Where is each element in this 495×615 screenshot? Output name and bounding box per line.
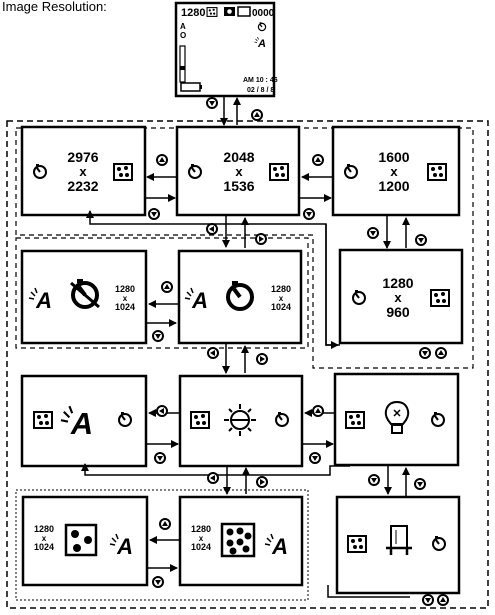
camera-icon xyxy=(224,7,235,16)
down-button-icon xyxy=(414,478,426,490)
res-top: 1280 xyxy=(271,284,291,294)
up-button-icon xyxy=(159,518,171,530)
resolution-group-frame xyxy=(15,127,474,369)
down-button-icon xyxy=(154,452,166,464)
memory-card-icon xyxy=(237,6,251,17)
res-x: x xyxy=(394,290,402,305)
res-bottom: 2232 xyxy=(67,178,98,194)
diagram-title: Image Resolution: xyxy=(2,0,107,14)
res-x: x xyxy=(79,164,87,179)
zoom-bar xyxy=(179,45,186,83)
red-eye-indicator: O xyxy=(180,31,186,40)
res-top: 1600 xyxy=(378,149,409,165)
daylight-icon xyxy=(224,404,256,436)
down-button-icon xyxy=(419,347,431,359)
res-x: x xyxy=(42,534,47,543)
screen-res-2976: 2976 x 2232 xyxy=(20,125,147,217)
down-button-icon xyxy=(206,97,218,109)
timer-off-icon xyxy=(70,279,100,309)
down-button-icon xyxy=(415,234,427,246)
res-top: 2976 xyxy=(67,149,98,165)
quality-dots-icon xyxy=(430,289,450,307)
quality-normal-icon xyxy=(64,523,98,557)
screen-fluorescent xyxy=(335,495,461,595)
res-bottom: 1536 xyxy=(223,178,254,194)
quality-group-frame xyxy=(15,489,309,601)
quality-dots-icon xyxy=(347,535,367,553)
down-button-icon xyxy=(422,594,434,606)
down-button-icon xyxy=(152,330,164,342)
quality-dots-icon xyxy=(345,411,365,429)
preview-counter: 0000 xyxy=(252,8,275,19)
down-button-icon xyxy=(367,227,379,239)
outer-loop-frame xyxy=(6,120,489,609)
screen-tungsten xyxy=(333,372,460,467)
down-button-icon xyxy=(303,208,315,220)
preview-time: AM 10 : 46 xyxy=(243,77,278,84)
preview-screen: 1280 0000 A O AM 10 : 46 02 / 8 / 8 xyxy=(174,1,278,98)
res-x: x xyxy=(390,164,398,179)
down-button-icon xyxy=(368,474,380,486)
screen-timer-on: 1280 x 1024 xyxy=(177,249,303,345)
res-bottom: 1024 xyxy=(191,542,211,552)
quality-dots-icon xyxy=(113,163,133,181)
preview-resolution: 1280 xyxy=(181,7,205,19)
screen-res-1600: 1600 x 1200 xyxy=(331,125,461,217)
res-bottom: 1024 xyxy=(271,302,291,312)
screen-timer-off: 1280 x 1024 xyxy=(20,249,148,345)
screen-quality-low: 1280 x 1024 xyxy=(21,495,149,587)
left-button-icon xyxy=(207,347,219,359)
quality-dots-icon xyxy=(206,7,218,17)
left-button-icon xyxy=(207,472,219,484)
right-button-icon xyxy=(256,353,268,365)
up-button-icon xyxy=(251,109,263,121)
down-button-icon xyxy=(309,452,321,464)
down-button-icon xyxy=(148,208,160,220)
res-x: x xyxy=(123,294,128,303)
flash-mode-indicator: A xyxy=(180,22,186,31)
res-top: 1280 xyxy=(382,275,413,291)
up-button-icon xyxy=(435,347,447,359)
fluorescent-lamp-icon xyxy=(386,525,412,555)
quality-fine-icon xyxy=(220,522,256,558)
screen-flash-auto xyxy=(20,374,148,468)
right-button-icon xyxy=(256,476,268,488)
res-x: x xyxy=(235,164,243,179)
res-x: x xyxy=(279,294,284,303)
res-bottom: 960 xyxy=(386,304,410,320)
left-button-icon xyxy=(206,223,218,235)
right-button-icon xyxy=(255,233,267,245)
battery-icon xyxy=(180,82,201,92)
tungsten-bulb-icon xyxy=(384,400,410,434)
screen-daylight xyxy=(178,374,304,468)
down-button-icon xyxy=(152,576,164,588)
res-x: x xyxy=(199,534,204,543)
res-top: 1280 xyxy=(115,284,135,294)
res-top: 1280 xyxy=(191,524,211,534)
left-button-icon xyxy=(156,405,168,417)
up-button-icon xyxy=(161,281,173,293)
res-bottom: 1024 xyxy=(115,302,135,312)
res-top: 2048 xyxy=(223,149,254,165)
screen-quality-high: 1280 x 1024 xyxy=(178,495,304,587)
up-button-icon xyxy=(437,594,449,606)
quality-dots-icon xyxy=(427,163,447,181)
quality-dots-icon xyxy=(33,411,53,429)
quality-dots-icon xyxy=(190,411,210,429)
res-top: 1280 xyxy=(34,524,54,534)
up-button-icon xyxy=(312,405,324,417)
up-button-icon xyxy=(312,154,324,166)
res-bottom: 1200 xyxy=(378,178,409,194)
screen-res-2048: 2048 x 1536 xyxy=(175,125,301,217)
screen-res-1280: 1280 x 960 xyxy=(338,248,464,345)
self-timer-group-frame xyxy=(15,237,309,349)
preview-date: 02 / 8 / 8 xyxy=(247,87,274,94)
quality-dots-icon xyxy=(269,163,289,181)
res-bottom: 1024 xyxy=(34,542,54,552)
up-button-icon xyxy=(156,154,168,166)
